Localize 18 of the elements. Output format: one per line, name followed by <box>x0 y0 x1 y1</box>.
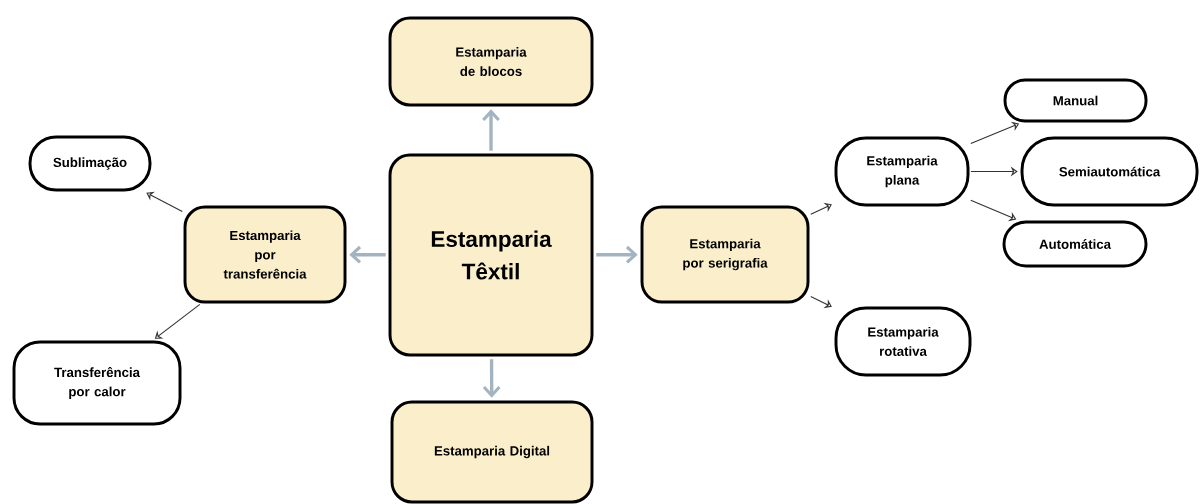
category-box: Estamparia por serigrafia <box>640 205 810 304</box>
subcategory-box: Manual <box>1003 78 1148 123</box>
topic-box: Estamparia Têxtil <box>388 153 594 357</box>
subcategory-box: Semiautomática <box>1020 136 1199 207</box>
arrow <box>146 191 183 213</box>
arrow <box>596 245 638 264</box>
arrow <box>810 202 832 215</box>
subcategory-box: Automática <box>1002 220 1148 268</box>
category-box: Estamparia por transferência <box>183 205 347 304</box>
subcategory-box: Transferência por calor <box>12 340 182 426</box>
subcategory-box: Estamparia rotativa <box>834 306 972 377</box>
category-box: Estamparia de blocos <box>388 16 594 107</box>
category-box: Estamparia Digital <box>390 400 594 504</box>
arrow <box>349 245 386 264</box>
subcategory-box: Estamparia plana <box>834 136 970 207</box>
arrow <box>482 359 501 398</box>
arrow <box>482 109 500 151</box>
subcategory-box: Sublimação <box>28 135 152 192</box>
